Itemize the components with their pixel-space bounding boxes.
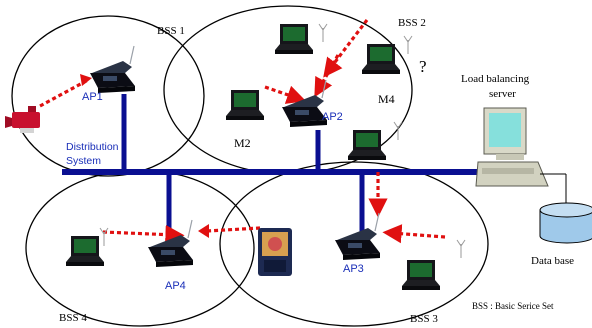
ap3-device [334,212,381,261]
laptop-m2 [226,90,264,120]
desktop-computer-icon [475,107,549,187]
server-label-line1: Load balancing [461,73,530,85]
laptop-bss3-top [348,130,386,160]
ap3-label: AP3 [343,263,364,275]
laptop-bss2-top [275,24,313,54]
distribution-backbone [62,94,500,250]
legend-text: BSS : Basic Serice Set [472,301,554,311]
question-mark: ? [419,57,427,76]
arrowhead-ap4-right [198,224,209,238]
pda-icon [258,228,292,276]
bss1-ellipse [11,15,205,177]
bss3-ellipse [219,161,489,327]
association-arrows [39,19,446,245]
bss4-label: BSS 4 [59,312,87,324]
antenna-icon [318,23,328,43]
antenna-icon [393,121,403,141]
ap2-label: AP2 [322,111,343,123]
bss3-label: BSS 3 [410,313,438,325]
m2-label: M2 [234,136,251,150]
ap1-device [89,45,136,94]
m4-label: M4 [378,92,395,106]
ap1-label: AP1 [82,91,103,103]
database-cylinder-icon [539,202,592,244]
arrowhead-ap1 [80,74,92,86]
distribution-label-line2: System [66,155,101,167]
video-camera-icon [5,106,40,133]
antenna-icon [456,239,466,259]
ap4-label: AP4 [165,280,186,292]
distribution-label-line1: Distribution [66,141,119,153]
bss2-label: BSS 2 [398,17,426,29]
database-label: Data base [531,255,574,267]
laptop-bss4 [66,236,104,266]
bss1-label: BSS 1 [157,25,185,37]
laptop-m4 [362,44,400,74]
antenna-icon [403,35,413,55]
laptop-bss3-bottom [402,260,440,290]
server-label-line2: server [489,88,516,100]
